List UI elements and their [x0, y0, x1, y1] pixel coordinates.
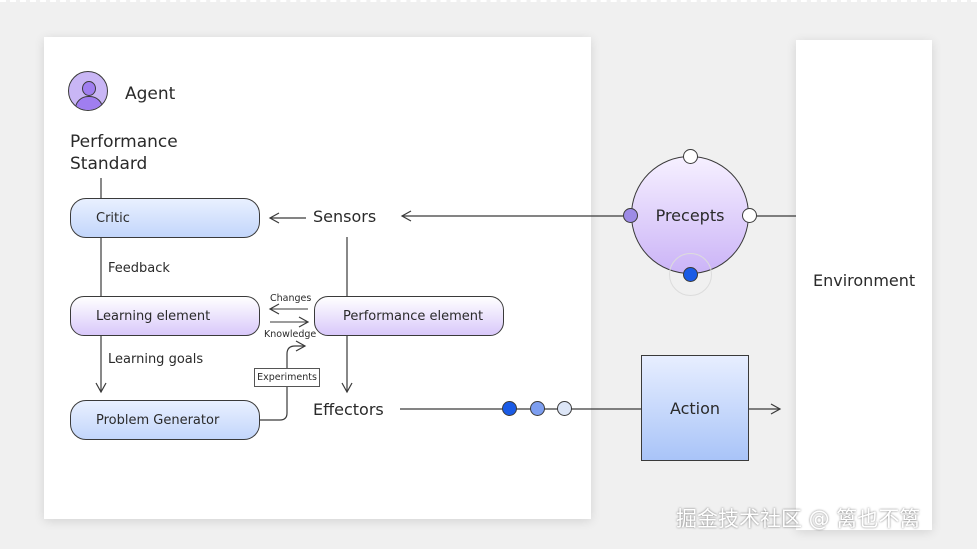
feedback-label: Feedback: [108, 261, 170, 276]
watermark-text: 掘金技术社区 @ 篱也不篱: [676, 507, 921, 531]
knowledge-label: Knowledge: [264, 329, 317, 340]
agent-avatar-icon: [68, 71, 108, 111]
problem-generator-node: Problem Generator: [70, 400, 260, 440]
avatar-body: [75, 96, 103, 110]
precepts-port-bottom-halo: [669, 253, 712, 296]
changes-label: Changes: [270, 293, 312, 304]
effector-dot-2: [530, 401, 545, 416]
precepts-port-left: [623, 208, 638, 223]
performance-element-node: Performance element: [314, 296, 504, 336]
precepts-port-top: [683, 149, 698, 164]
environment-panel: [796, 40, 932, 530]
agent-title: Agent: [125, 84, 176, 104]
experiments-label: Experiments: [254, 368, 320, 387]
learning-element-node: Learning element: [70, 296, 260, 336]
avatar-head: [82, 81, 96, 96]
effectors-label: Effectors: [313, 400, 384, 419]
action-node: Action: [641, 355, 749, 461]
critic-node: Critic: [70, 198, 260, 238]
effector-dot-3: [557, 401, 572, 416]
sensors-label: Sensors: [313, 207, 377, 226]
top-dashed-border: [0, 0, 977, 2]
precepts-port-right: [742, 208, 757, 223]
precepts-port-bottom: [683, 267, 698, 282]
learning-goals-label: Learning goals: [108, 352, 204, 367]
performance-standard-label: Performance Standard: [70, 132, 178, 174]
effector-dot-1: [502, 401, 517, 416]
environment-label: Environment: [813, 271, 916, 290]
